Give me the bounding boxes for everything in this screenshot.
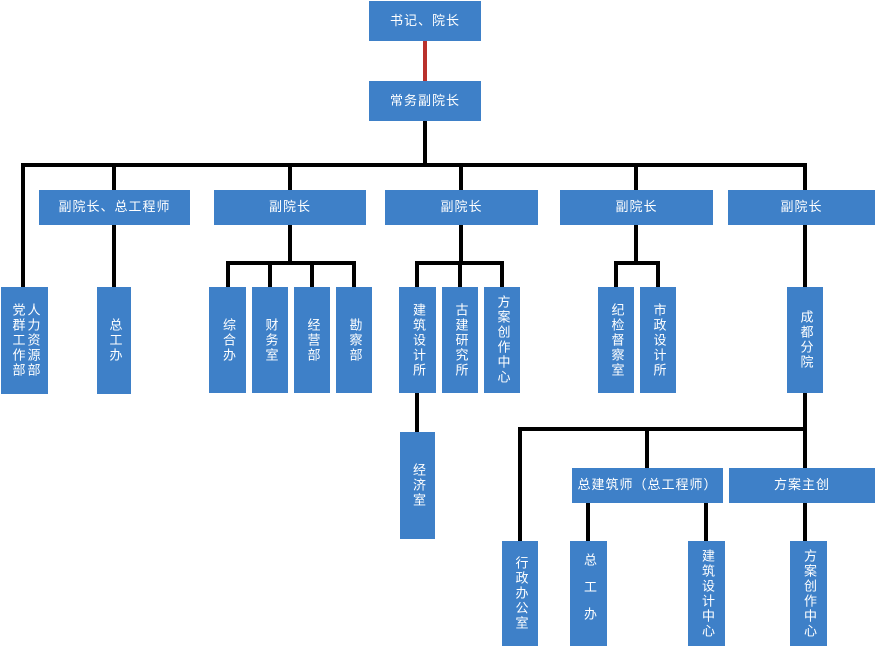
node-label: 市政设计所	[650, 302, 666, 378]
connector-vp3-drop-scheme-creation	[500, 265, 504, 287]
node-vp-5: 副院长	[728, 190, 875, 225]
node-label: 建筑设计中心	[699, 548, 714, 639]
connector-chief-architect-drop-design-center	[704, 503, 708, 541]
connector-vp3-riser	[459, 225, 463, 261]
node-architectural-design-institute: 建筑设计所	[399, 287, 436, 393]
node-label: 经营部	[304, 317, 320, 363]
connector-vp4-riser	[634, 225, 638, 261]
node-label: 经济室	[410, 463, 425, 508]
connector-branch-drop-admin-office	[518, 431, 522, 541]
node-label-party-mass-work-dept: 党群工作部	[9, 303, 25, 378]
connector-vp2-drop-general-office	[226, 265, 230, 287]
connector-vp3-drop-ancient-architecture	[458, 265, 462, 287]
node-general-office: 综合办	[209, 287, 246, 393]
node-ancient-architecture-research-institute: 古建研究所	[442, 287, 478, 393]
connector-vp3-drop-architectural-design	[415, 265, 419, 287]
node-label: 副院长、总工程师	[58, 200, 171, 215]
connector-vp3-bus	[415, 261, 504, 265]
connector-vp2-drop-business-dept	[310, 265, 314, 287]
connector-chief-architect-drop-gong-office	[586, 503, 590, 541]
connector-vp2-drop-survey-dept	[352, 265, 356, 287]
node-label: 总建筑师（总工程师）	[577, 478, 718, 493]
node-business-dept: 经营部	[294, 287, 330, 393]
node-label: 勘察部	[346, 317, 362, 363]
connector-trunk-to-vp1	[112, 167, 116, 190]
node-branch-architectural-design-center: 建筑设计中心	[688, 541, 725, 646]
connector-scheme-lead-drop-creation-center	[803, 503, 807, 541]
node-discipline-inspection-office: 纪检督察室	[598, 287, 634, 393]
node-label-hr-dept: 人力资源部	[24, 303, 40, 378]
connector-branch-drop-chief-architect	[645, 431, 649, 468]
node-survey-dept: 勘察部	[336, 287, 372, 393]
node-chief-engineer-office: 总工办	[97, 287, 131, 394]
node-label: 总工办	[106, 318, 122, 363]
node-label: 成都分院	[797, 310, 813, 370]
connector-vp4-drop-municipal-design	[656, 265, 660, 287]
node-branch-chief-engineer-office: 总工办	[570, 541, 607, 646]
node-label: 常务副院长	[389, 93, 460, 109]
connector-trunk	[21, 163, 807, 167]
connector-vp5-to-chengdu-branch	[803, 225, 807, 287]
node-vp-chief-engineer: 副院长、总工程师	[39, 190, 190, 225]
node-vp-2: 副院长	[214, 190, 366, 225]
connector-vp2-bus	[226, 261, 356, 265]
connector-trunk-to-vp4	[634, 167, 638, 190]
node-label: 总工办	[581, 553, 596, 634]
connector-vp2-riser	[288, 225, 292, 261]
node-label: 建筑设计所	[410, 302, 425, 378]
node-branch-scheme-creation-center: 方案创作中心	[790, 541, 827, 646]
node-label: 方案创作中心	[801, 548, 816, 639]
node-vp-3: 副院长	[385, 190, 538, 225]
node-label: 副院长	[615, 200, 658, 215]
node-chengdu-branch: 成都分院	[787, 287, 823, 393]
node-economics-office: 经济室	[400, 432, 435, 539]
node-label: 副院长	[440, 200, 483, 215]
node-scheme-lead: 方案主创	[729, 468, 875, 503]
node-label: 综合办	[220, 317, 235, 363]
connector-trunk-to-vp2	[288, 167, 292, 190]
node-label: 古建研究所	[452, 302, 468, 378]
connector-vp1-to-chief-engineer-office	[112, 225, 116, 287]
node-label: 纪检督察室	[608, 302, 624, 378]
node-scheme-creation-center: 方案创作中心	[484, 287, 520, 393]
connector-evp-to-trunk	[423, 121, 427, 167]
node-label: 财务室	[262, 317, 278, 363]
node-label: 方案创作中心	[494, 295, 510, 385]
connector-trunk-to-vp5	[803, 167, 807, 190]
node-label: 副院长	[780, 200, 823, 215]
node-admin-office: 行政办公室	[502, 541, 538, 646]
connector-vp4-drop-discipline-inspection	[614, 265, 618, 287]
node-label: 副院长	[268, 200, 311, 215]
node-municipal-design-institute: 市政设计所	[640, 287, 676, 393]
connector-design-institute-to-economics	[415, 393, 419, 432]
node-staff-depts: 党群工作部 人力资源部	[1, 287, 48, 394]
connector-vp4-bus	[614, 261, 660, 265]
node-label: 方案主创	[773, 478, 830, 493]
node-finance-office: 财务室	[252, 287, 288, 393]
connector-trunk-to-vp3	[459, 167, 463, 190]
connector-branch-bus	[518, 427, 807, 431]
node-label: 行政办公室	[512, 556, 528, 631]
connector-trunk-to-staff-depts	[21, 167, 25, 287]
node-vp-4: 副院长	[560, 190, 713, 225]
node-executive-vp: 常务副院长	[369, 81, 481, 121]
node-chief-architect: 总建筑师（总工程师）	[572, 468, 723, 503]
connector-vp2-drop-finance-office	[268, 265, 272, 287]
node-secretary-president: 书记、院长	[369, 1, 481, 41]
node-label: 书记、院长	[389, 13, 460, 29]
connector-secretary-to-evp	[423, 40, 427, 81]
